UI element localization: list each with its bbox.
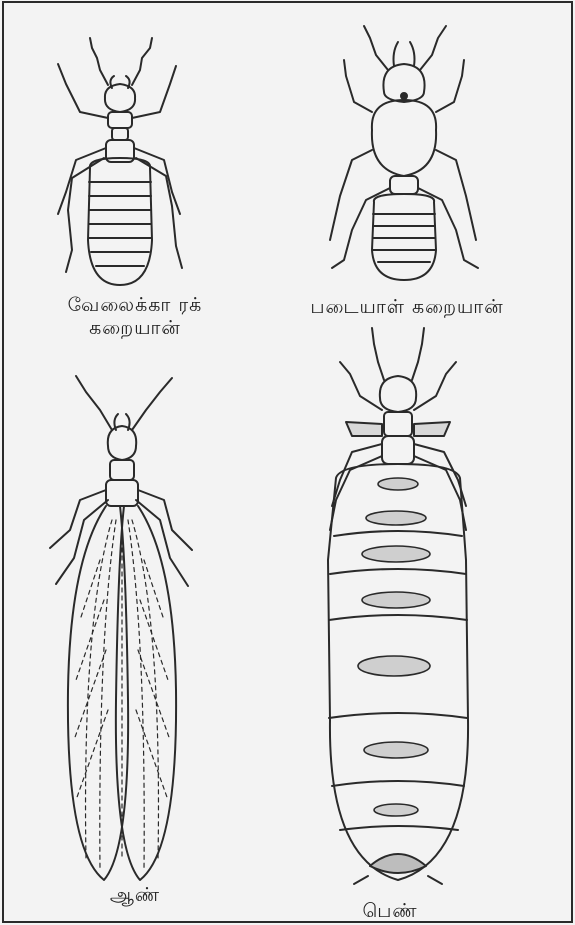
caption-worker-line-2: கறையான்: [35, 317, 235, 340]
caption-male: ஆண்: [75, 884, 195, 907]
caption-female: பெண்: [330, 900, 450, 923]
caption-soldier: படையாள் கறையான்: [262, 296, 552, 319]
caption-worker-line-1: வேலைக்கா ரக்: [35, 294, 235, 317]
caption-worker: வேலைக்கா ரக் கறையான்: [35, 294, 235, 340]
worker-termite-icon: [58, 38, 182, 285]
plate-border: [3, 2, 572, 922]
queen-termite-icon: [328, 328, 468, 884]
male-winged-termite-icon: [50, 376, 192, 880]
soldier-termite-icon: [330, 26, 478, 280]
